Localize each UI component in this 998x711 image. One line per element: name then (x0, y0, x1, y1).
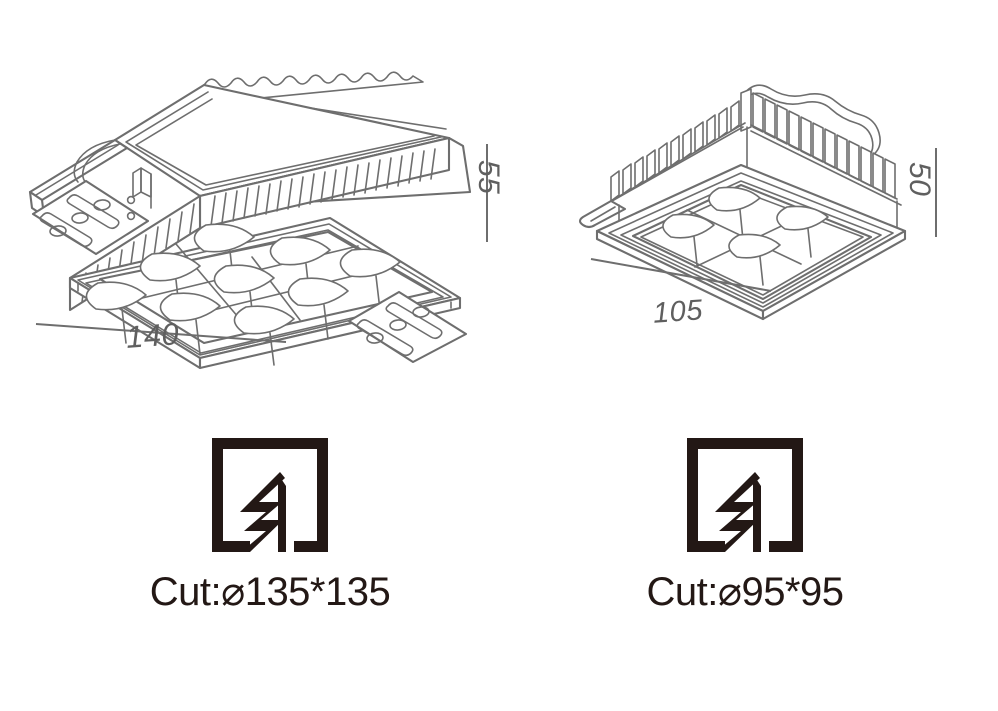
grille-body-right (595, 163, 907, 321)
dimension-label-left-height: 55 (472, 160, 505, 195)
cutout-caption-left: Cut:⌀135*135 (149, 570, 391, 614)
dimension-label-right-height: 50 (903, 162, 936, 197)
reflector-cells-left (85, 223, 401, 366)
ceiling-cutout-icon (212, 438, 328, 552)
dimension-lines-right (590, 148, 937, 292)
product-drawing-left (0, 40, 560, 380)
cutout-spec-left: Cut:⌀135*135 (110, 434, 430, 612)
mounting-bracket-lower-right (347, 290, 468, 364)
cutout-caption-right: Cut:⌀95*95 (646, 570, 845, 614)
dimension-label-right-width: 105 (651, 294, 704, 330)
dimension-label-left-width: 140 (124, 316, 181, 355)
dimension-lines-left (35, 144, 488, 343)
mounting-bracket-upper-left (31, 179, 150, 256)
heatsink-fins-right (578, 84, 902, 244)
reflector-cells-right (662, 186, 829, 286)
cutout-spec-right: Cut:⌀95*95 (600, 434, 890, 612)
grille-body-left (68, 136, 468, 370)
ceiling-cutout-icon (687, 438, 803, 552)
product-drawing-right (575, 55, 998, 375)
